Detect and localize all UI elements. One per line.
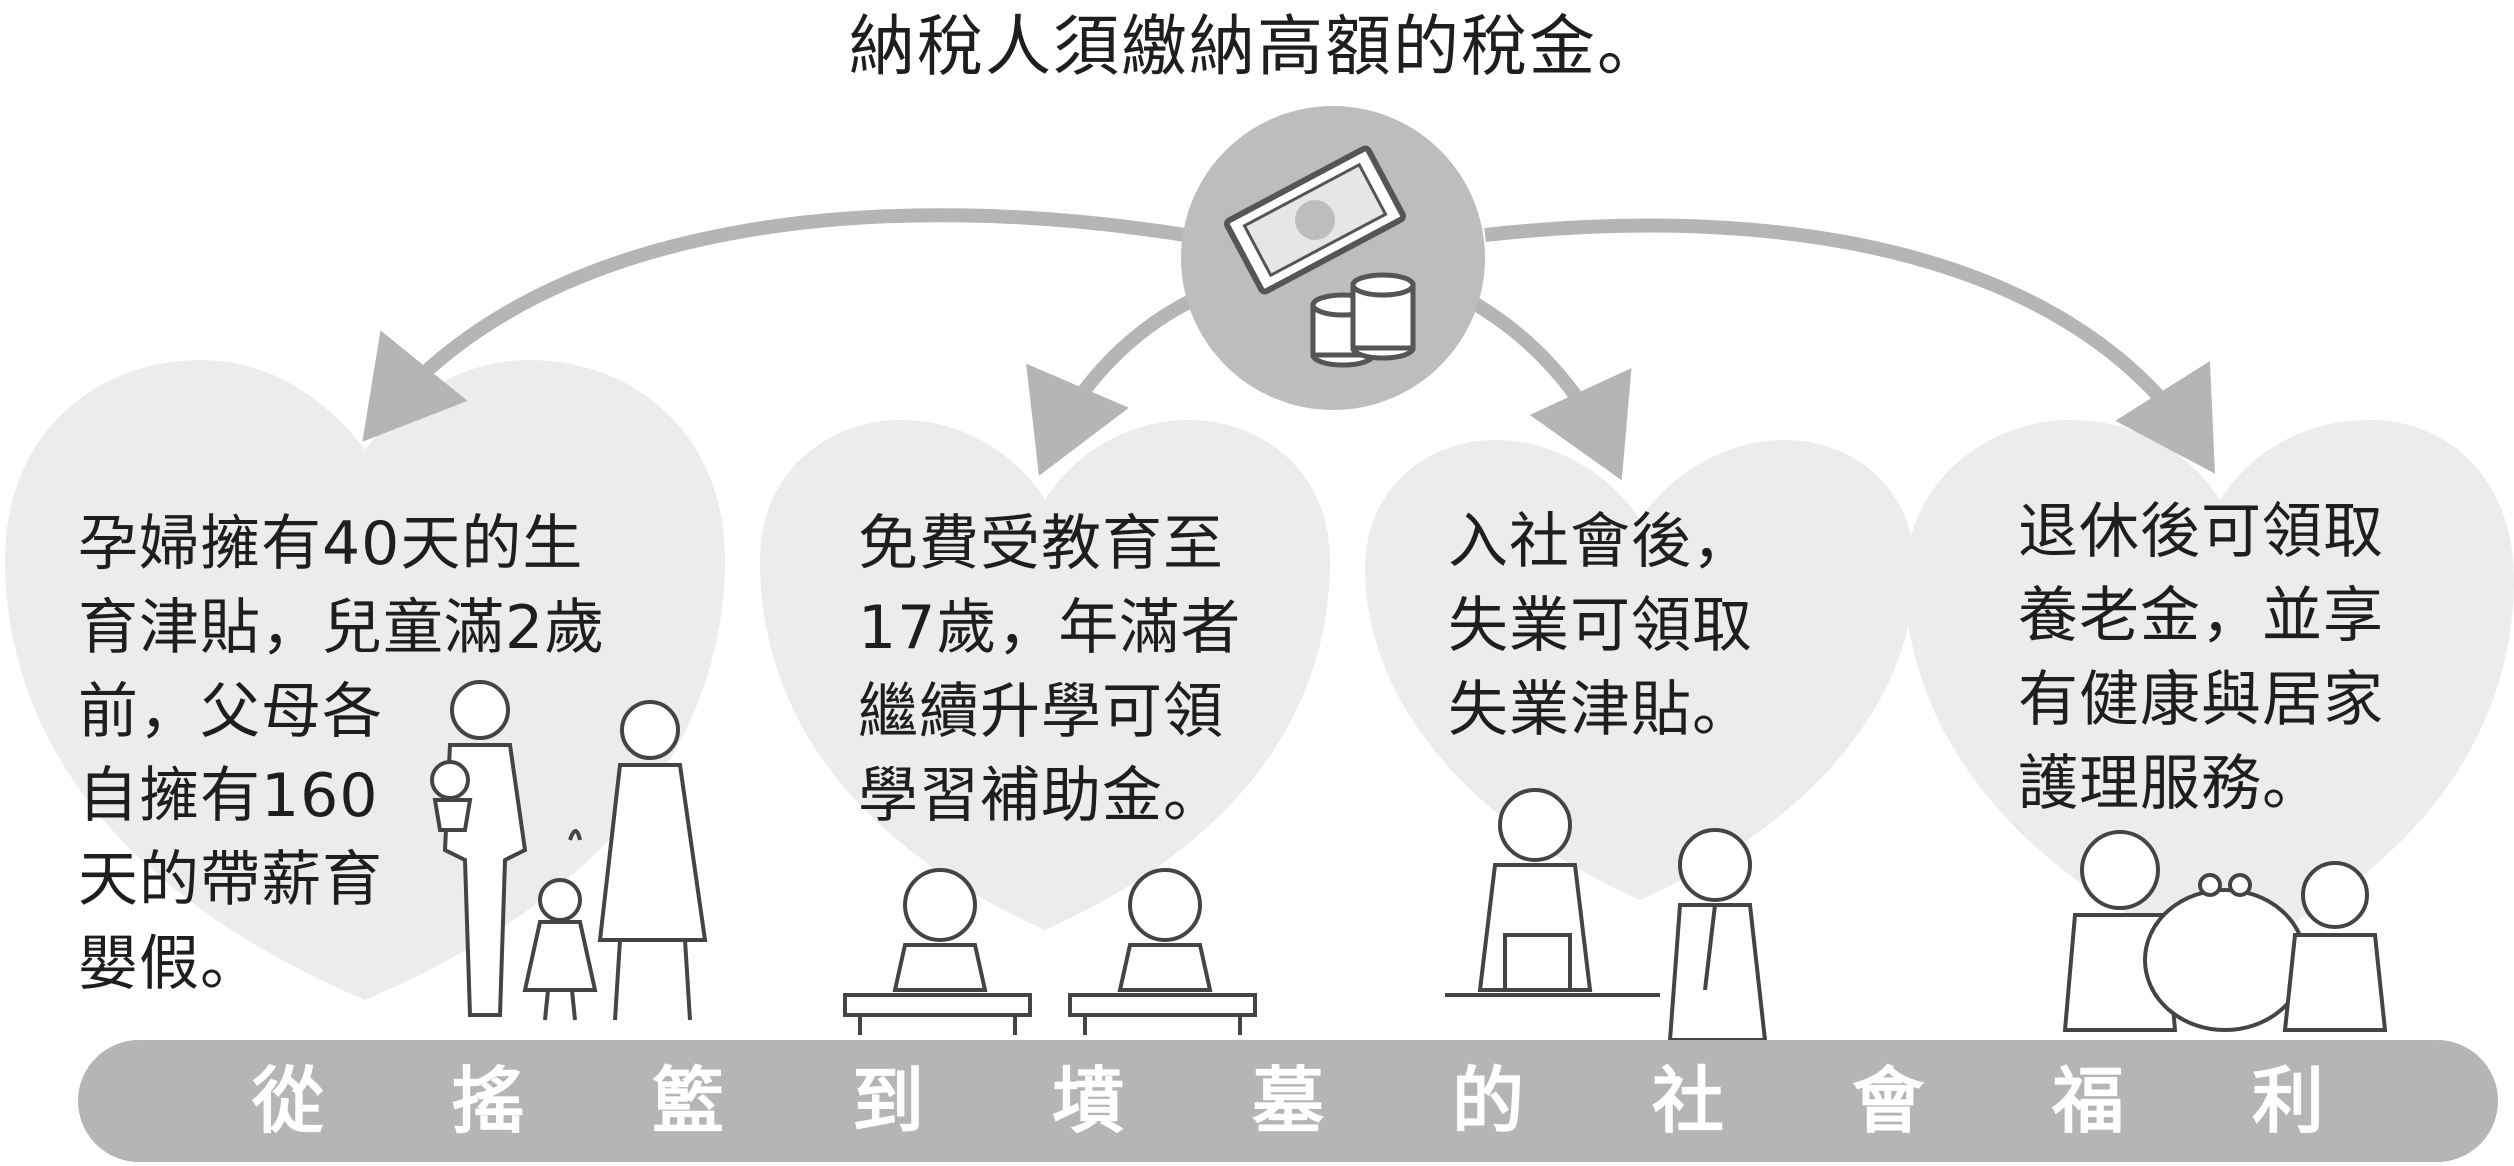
heart-card-2-bg — [760, 420, 1330, 930]
banner-char: 從 — [251, 1059, 324, 1143]
card-1-text: 孕婦擁有40天的生 育津貼，兒童滿2歲 前，父母各 自擁有160 天的帶薪育 嬰… — [78, 509, 606, 999]
family-illustration — [430, 680, 708, 1021]
banner-char: 搖 — [451, 1059, 524, 1143]
heart-card-1-bg — [5, 360, 725, 1000]
banner-char: 福 — [2051, 1059, 2124, 1143]
banner-char: 籃 — [651, 1059, 724, 1143]
heart-card-3-bg — [1365, 440, 1915, 900]
students-illustration — [843, 868, 1257, 1035]
arrow-to-card-1 — [362, 208, 1187, 442]
banner-char: 的 — [1451, 1059, 1524, 1143]
arrow-to-card-3 — [1446, 283, 1632, 481]
arrow-to-card-4 — [1484, 218, 2215, 474]
card-4-text: 退休後可領取 養老金，並享 有健康與居家 護理服務。 — [2018, 497, 2384, 819]
card-2-text: 免費受教育至 17歲，年滿者 繼續升學可領 學習補助金。 — [858, 509, 1242, 831]
elderly-couple-illustration — [2062, 830, 2388, 1032]
money-icon — [1223, 145, 1416, 368]
banner-char: 會 — [1851, 1059, 1924, 1143]
job-interview-illustration — [1445, 788, 1768, 1042]
card-3-text: 入社會後， 失業可領取 失業津貼。 — [1448, 507, 1753, 745]
banner-char: 墳 — [1051, 1059, 1124, 1143]
banner-char: 墓 — [1251, 1059, 1324, 1143]
heart-card-4-bg — [1905, 420, 2514, 960]
banner-char: 利 — [2251, 1059, 2324, 1143]
banner-char: 到 — [851, 1059, 924, 1143]
arrow-to-card-2 — [1026, 283, 1218, 476]
banner-char: 社 — [1651, 1059, 1724, 1143]
banner: 從 搖 籃 到 墳 墓 的 社 會 福 利 — [78, 1040, 2498, 1162]
page-title: 納稅人須繳納高額的稅金。 — [849, 8, 1665, 85]
